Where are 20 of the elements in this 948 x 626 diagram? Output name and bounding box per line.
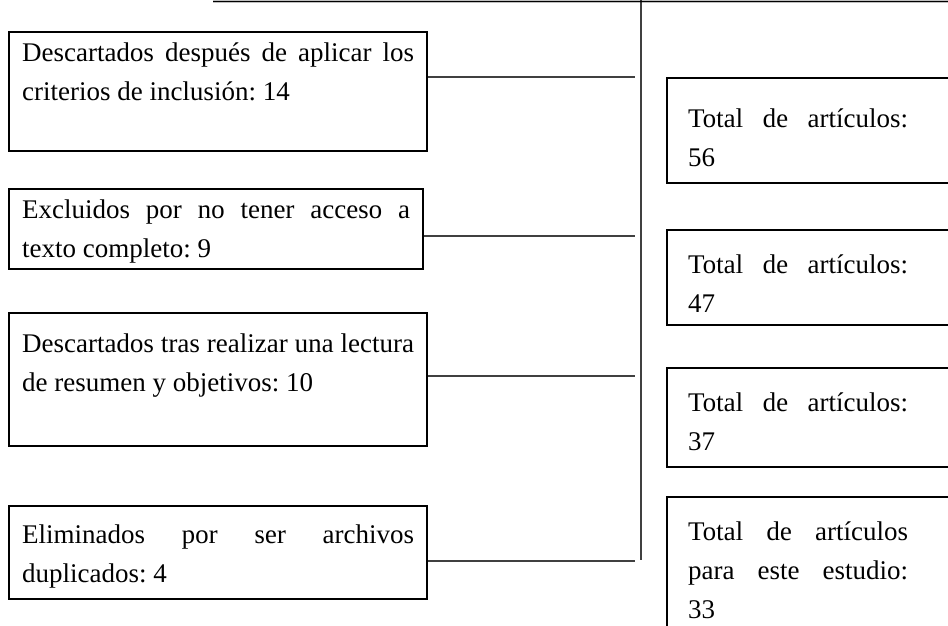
process-box xyxy=(666,229,948,326)
box-text: Total de artículos: 47 xyxy=(688,248,908,320)
box-text: Descartados tras realizar una lectura de resumen y objetivos: 10 xyxy=(22,327,414,399)
connector-line xyxy=(428,76,635,78)
box-text: Total de artículos para este estudio: 33 xyxy=(688,515,908,626)
box-text: Total de artículos: 37 xyxy=(688,386,908,458)
process-box xyxy=(8,505,428,600)
box-text: Total de artículos: 56 xyxy=(688,102,908,174)
process-box xyxy=(8,188,424,270)
box-text: Eliminados por ser archivos duplicados: 4 xyxy=(22,518,414,590)
process-box xyxy=(8,31,428,152)
box-text: Excluidos por no tener acceso a texto completo: 9 xyxy=(22,193,410,265)
connector-line xyxy=(428,375,635,377)
process-box xyxy=(666,367,948,468)
process-box xyxy=(666,496,948,626)
connector-line xyxy=(428,560,635,562)
box-text: Descartados después de aplicar los criterios de inclusión: 14 xyxy=(22,36,414,108)
process-box xyxy=(8,312,428,447)
connector-line xyxy=(424,235,635,237)
process-box xyxy=(666,77,948,184)
